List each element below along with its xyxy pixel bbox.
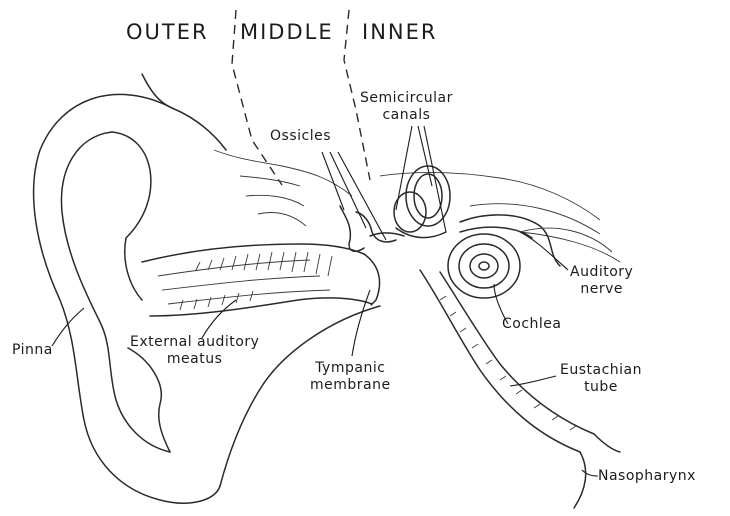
region-inner-label: INNER (362, 20, 437, 44)
pointer-external-meatus (202, 300, 236, 338)
pinna-label: Pinna (12, 342, 53, 359)
nasopharynx-label: Nasopharynx (598, 468, 696, 485)
auditory-nerve-label: Auditory nerve (570, 264, 633, 298)
auditory-nerve-shape (460, 215, 612, 266)
pointer-auditory-nerve (520, 232, 568, 270)
cochlea-label: Cochlea (502, 316, 562, 333)
cochlea-shape (448, 234, 520, 298)
pointer-nasopharynx (582, 470, 598, 476)
temporal-bone (214, 150, 620, 262)
region-middle-label: MIDDLE (240, 20, 334, 44)
pointer-ossicles (322, 152, 386, 240)
eustachian-tube-label: Eustachian tube (560, 362, 642, 396)
ossicles-label: Ossicles (270, 128, 331, 145)
region-outer-label: OUTER (126, 20, 209, 44)
ear-canal (142, 244, 372, 316)
pointer-eustachian-tube (510, 376, 556, 386)
tympanic-membrane-label: Tympanic membrane (310, 360, 391, 394)
semicircular-canals-label: Semicircular canals (360, 90, 453, 124)
external-auditory-meatus-label: External auditory meatus (130, 334, 259, 368)
tympanic-membrane-shape (364, 254, 380, 305)
